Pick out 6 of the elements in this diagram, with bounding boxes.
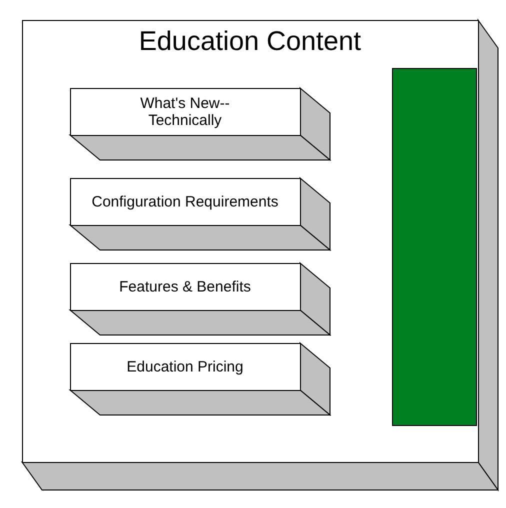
box-title: Education Content: [138, 26, 362, 58]
filled-panel: [392, 68, 477, 426]
box-label: Features & Benefits: [118, 278, 252, 296]
box-label: Configuration Requirements: [90, 192, 280, 210]
box-label: Education Pricing: [126, 358, 244, 376]
box-label: What's New-- Technically: [139, 94, 231, 129]
